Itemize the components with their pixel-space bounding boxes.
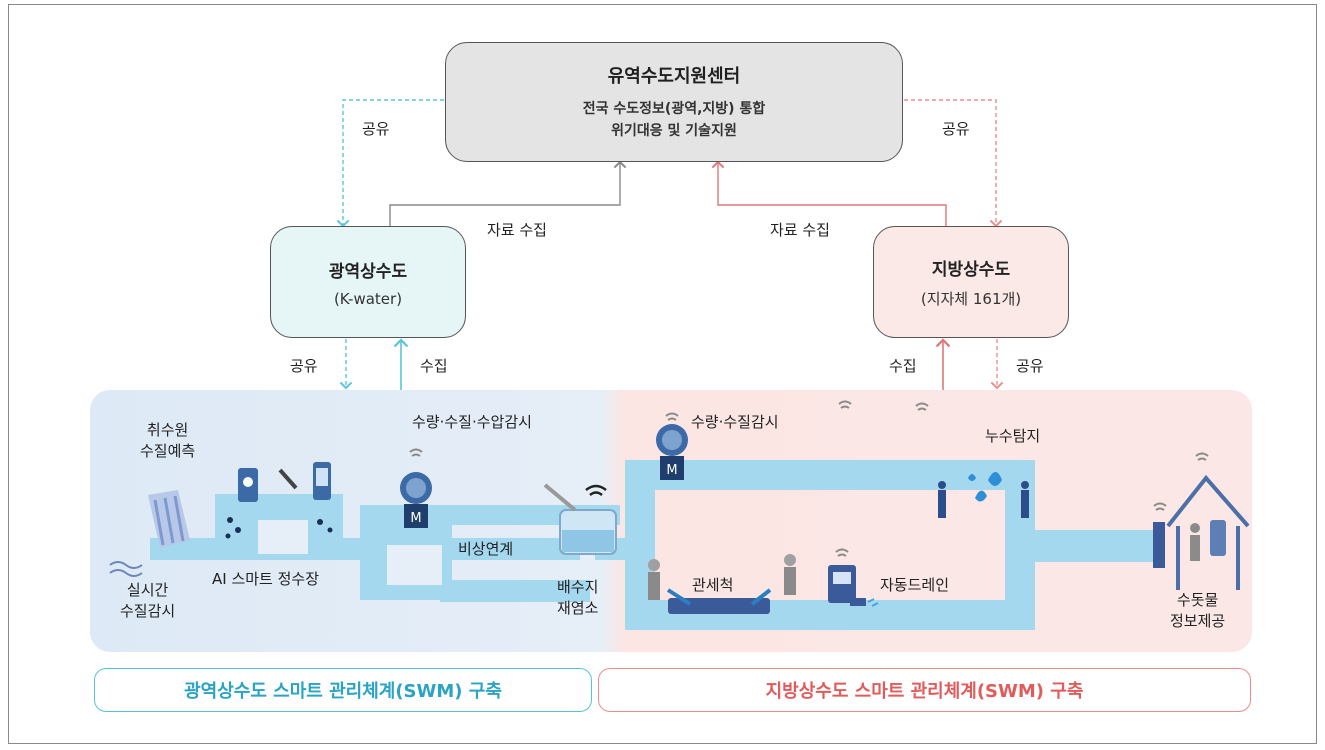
label-collect-mid-right: 수집 bbox=[889, 357, 917, 375]
regional-water-node: 광역상수도 (K-water) bbox=[270, 226, 466, 338]
signal-icons bbox=[409, 400, 1209, 557]
regional-water-subtitle: (K-water) bbox=[333, 289, 403, 308]
label-reservoir: 배수지 재염소 bbox=[557, 578, 599, 617]
intake-waterfall-icon bbox=[109, 490, 190, 577]
label-pipe-clean: 관세척 bbox=[692, 576, 734, 594]
support-center-line2: 위기대응 및 기술지원 bbox=[611, 123, 737, 139]
support-center-title: 유역수도지원센터 bbox=[607, 66, 741, 87]
edge-collect-left bbox=[389, 160, 627, 226]
label-share-top-left: 공유 bbox=[362, 120, 390, 138]
edge-share-top-right bbox=[904, 99, 1003, 228]
label-share-mid-right: 공유 bbox=[1016, 357, 1044, 375]
house-icon bbox=[1153, 474, 1250, 590]
meter-icon-right: M bbox=[656, 424, 688, 480]
edge-collect-right bbox=[711, 160, 947, 226]
reservoir-signal-icon bbox=[585, 484, 607, 497]
regional-swm-banner: 광역상수도 스마트 관리체계(SWM) 구축 bbox=[94, 668, 592, 712]
label-tap-info: 수돗물 정보제공 bbox=[1170, 591, 1226, 630]
label-share-top-right: 공유 bbox=[942, 120, 970, 138]
label-realtime: 실시간 수질감시 bbox=[120, 581, 176, 620]
reservoir-icon bbox=[543, 483, 617, 555]
label-collect-right: 자료 수집 bbox=[770, 221, 830, 239]
label-monitor-right: 수량·수질감시 bbox=[691, 413, 779, 431]
local-water-subtitle: (지자체 161개) bbox=[920, 290, 1022, 308]
svg-text:M: M bbox=[666, 463, 677, 478]
leak-detection-icons bbox=[938, 472, 1029, 518]
label-intake: 취수원 수질예측 bbox=[140, 421, 196, 460]
local-water-title: 지방상수도 bbox=[931, 260, 1011, 280]
support-center-node: 유역수도지원센터 전국 수도정보(광역,지방) 통합 위기대응 및 기술지원 bbox=[445, 42, 903, 162]
label-collect-mid-left: 수집 bbox=[420, 357, 448, 375]
auto-drain-icon bbox=[828, 565, 879, 607]
label-auto-drain: 자동드레인 bbox=[880, 576, 950, 594]
label-collect-left: 자료 수집 bbox=[487, 221, 547, 239]
regional-water-title: 광역상수도 bbox=[328, 261, 408, 282]
local-swm-banner: 지방상수도 스마트 관리체계(SWM) 구축 bbox=[598, 668, 1251, 712]
edge-share-top-left bbox=[336, 99, 444, 228]
emergency-link-block bbox=[387, 545, 442, 585]
support-center-line1: 전국 수도정보(광역,지방) 통합 bbox=[582, 101, 766, 117]
svg-text:M: M bbox=[410, 511, 421, 526]
label-emergency: 비상연계 bbox=[458, 540, 514, 558]
label-ai-plant: AI 스마트 정수장 bbox=[212, 570, 320, 588]
pipe-network-right bbox=[595, 460, 1155, 630]
ai-plant-inner-block bbox=[258, 520, 308, 554]
meter-icon-left: M bbox=[400, 472, 432, 528]
label-monitor-left: 수량·수질·수압감시 bbox=[412, 413, 532, 431]
pipe-cleaning-icons bbox=[648, 554, 796, 614]
label-share-mid-left: 공유 bbox=[290, 357, 318, 375]
figure-frame bbox=[8, 4, 1317, 744]
local-water-node: 지방상수도 (지자체 161개) bbox=[873, 226, 1069, 338]
label-leak: 누수탐지 bbox=[985, 427, 1041, 445]
ai-plant-icons bbox=[225, 462, 333, 539]
